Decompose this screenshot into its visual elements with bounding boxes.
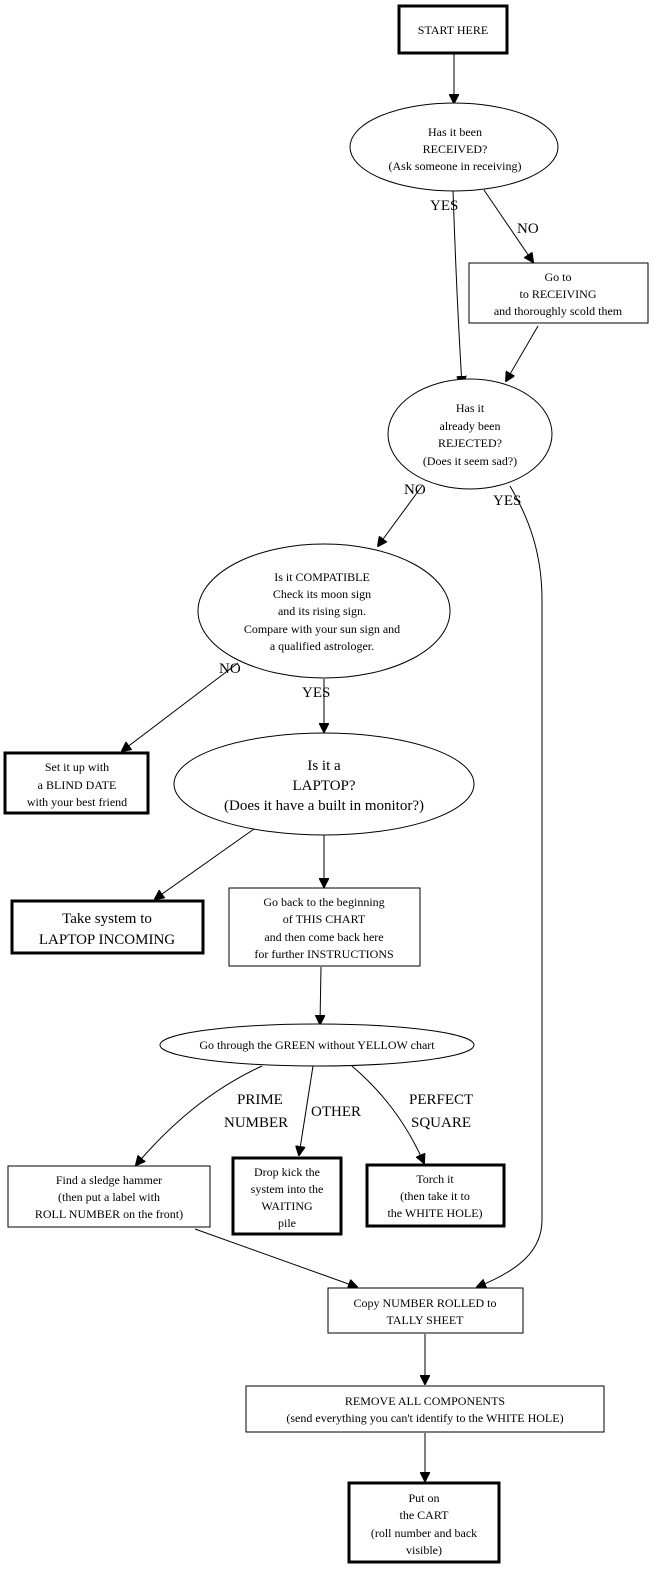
node-cart-line-3: visible) xyxy=(406,1543,442,1557)
node-green-yellow-line-0: Go through the GREEN without YELLOW char… xyxy=(199,1038,435,1052)
edge-label-compatible-yes: YES xyxy=(302,685,330,701)
node-go-back-line-0: Go back to the beginning xyxy=(263,895,384,909)
edge-label-prime-2: NUMBER xyxy=(224,1115,288,1131)
node-laptop-incoming: Take system to LAPTOP INCOMING xyxy=(10,899,205,955)
node-copy-number-line-1: TALLY SHEET xyxy=(386,1313,464,1327)
edge-label-received-yes: YES xyxy=(430,198,458,214)
node-torch-line-2: the WHITE HOLE) xyxy=(387,1206,482,1220)
node-sledge-line-2: ROLL NUMBER on the front) xyxy=(35,1207,183,1221)
node-remove: REMOVE ALL COMPONENTS (send everything y… xyxy=(245,1385,605,1433)
node-compatible-line-4: a qualified astrologer. xyxy=(270,639,374,653)
node-blind-date-line-2: with your best friend xyxy=(27,795,127,809)
edge-label-received-no: NO xyxy=(517,221,539,237)
node-rejected: Has it already been REJECTED? (Does it s… xyxy=(387,378,553,490)
node-torch-line-1: (then take it to xyxy=(400,1189,470,1203)
node-rejected-line-1: already been xyxy=(440,419,501,433)
edge-rejected-no xyxy=(378,485,423,546)
edges xyxy=(122,54,543,1481)
edge-prime xyxy=(136,1065,263,1165)
node-remove-line-1: (send everything you can't identify to t… xyxy=(286,1411,563,1425)
edge-square xyxy=(351,1065,424,1163)
node-rejected-line-2: REJECTED? xyxy=(438,436,502,450)
edge-label-square-2: SQUARE xyxy=(411,1115,471,1131)
node-sledge-line-1: (then put a label with xyxy=(58,1190,160,1204)
node-rejected-line-3: (Does it seem sad?) xyxy=(423,454,517,468)
node-received-line-2: (Ask someone in receiving) xyxy=(389,159,522,173)
edge-compatible-no xyxy=(122,662,239,751)
node-cart-line-0: Put on xyxy=(408,1491,439,1505)
edge-label-rejected-yes: YES xyxy=(493,493,521,509)
node-start-line-0: START HERE xyxy=(418,23,488,37)
node-go-back: Go back to the beginning of THIS CHART a… xyxy=(228,887,421,967)
node-blind-date-line-0: Set it up with xyxy=(45,760,109,774)
node-sledge-line-0: Find a sledge hammer xyxy=(56,1173,162,1187)
node-sledge: Find a sledge hammer (then put a label w… xyxy=(7,1165,211,1228)
node-green-yellow: Go through the GREEN without YELLOW char… xyxy=(159,1023,475,1067)
edge-goback-to-green xyxy=(320,966,321,1024)
node-drop-kick: Drop kick the system into the WAITING pi… xyxy=(231,1156,343,1236)
edge-rejected-yes xyxy=(477,485,543,1287)
edge-label-other: OTHER xyxy=(311,1104,361,1120)
node-drop-kick-line-1: system into the xyxy=(251,1182,324,1196)
node-start: START HERE xyxy=(397,4,509,55)
node-compatible-line-1: Check its moon sign xyxy=(273,587,371,601)
node-drop-kick-line-0: Drop kick the xyxy=(254,1165,320,1179)
node-goto-receiving: Go to to RECEIVING and thoroughly scold … xyxy=(468,262,649,324)
edge-label-compatible-no: NO xyxy=(219,661,241,677)
node-compatible-line-3: Compare with your sun sign and xyxy=(244,622,400,636)
node-received-line-1: RECEIVED? xyxy=(423,142,488,156)
edge-received-no xyxy=(483,189,533,262)
node-laptop-line-1: LAPTOP? xyxy=(292,778,355,794)
node-laptop: Is it a LAPTOP? (Does it have a built in… xyxy=(173,732,475,836)
node-rejected-line-0: Has it xyxy=(456,401,485,415)
node-goto-receiving-line-0: Go to xyxy=(545,270,572,284)
node-cart-line-1: the CART xyxy=(400,1508,450,1522)
node-laptop-incoming-line-0: Take system to xyxy=(62,911,152,927)
edge-sledge-to-copy xyxy=(194,1228,357,1287)
edge-label-square-1: PERFECT xyxy=(409,1092,473,1108)
node-go-back-line-3: for further INSTRUCTIONS xyxy=(254,947,393,961)
node-cart-line-2: (roll number and back xyxy=(371,1526,477,1540)
node-laptop-incoming-line-1: LAPTOP INCOMING xyxy=(39,932,175,948)
edge-received-yes xyxy=(452,189,462,385)
node-received: Has it been RECEIVED? (Ask someone in re… xyxy=(349,102,559,192)
node-copy-number: Copy NUMBER ROLLED to TALLY SHEET xyxy=(327,1287,524,1334)
node-torch-line-0: Torch it xyxy=(416,1172,454,1186)
edge-labels: YES NO NO YES NO YES PRIME NUMBER OTHER … xyxy=(219,198,539,1131)
node-compatible-line-2: and its rising sign. xyxy=(278,604,366,618)
edge-goto-to-rejected xyxy=(506,325,539,381)
node-goto-receiving-line-1: to RECEIVING xyxy=(520,287,597,301)
node-go-back-line-2: and then come back here xyxy=(264,930,383,944)
node-goto-receiving-line-2: and thoroughly scold them xyxy=(494,304,623,318)
node-blind-date-line-1: a BLIND DATE xyxy=(38,778,117,792)
node-remove-line-0: REMOVE ALL COMPONENTS xyxy=(345,1394,505,1408)
edge-label-rejected-no: NO xyxy=(404,482,426,498)
node-laptop-line-2: (Does it have a built in monitor?) xyxy=(224,798,424,814)
node-copy-number-line-0: Copy NUMBER ROLLED to xyxy=(353,1296,496,1310)
node-laptop-line-0: Is it a xyxy=(307,758,341,774)
node-compatible-line-0: Is it COMPATIBLE xyxy=(274,570,370,584)
node-drop-kick-line-3: pile xyxy=(278,1216,296,1230)
edge-label-prime-1: PRIME xyxy=(237,1092,283,1108)
node-compatible: Is it COMPATIBLE Check its moon sign and… xyxy=(197,543,451,679)
node-received-line-0: Has it been xyxy=(428,125,482,139)
node-go-back-line-1: of THIS CHART xyxy=(283,912,366,926)
node-torch: Torch it (then take it to the WHITE HOLE… xyxy=(365,1163,506,1228)
edge-other xyxy=(299,1065,314,1155)
node-cart: Put on the CART (roll number and back vi… xyxy=(347,1481,501,1564)
edge-laptop-yes xyxy=(155,828,255,899)
node-blind-date: Set it up with a BLIND DATE with your be… xyxy=(3,751,150,815)
node-drop-kick-line-2: WAITING xyxy=(261,1199,313,1213)
